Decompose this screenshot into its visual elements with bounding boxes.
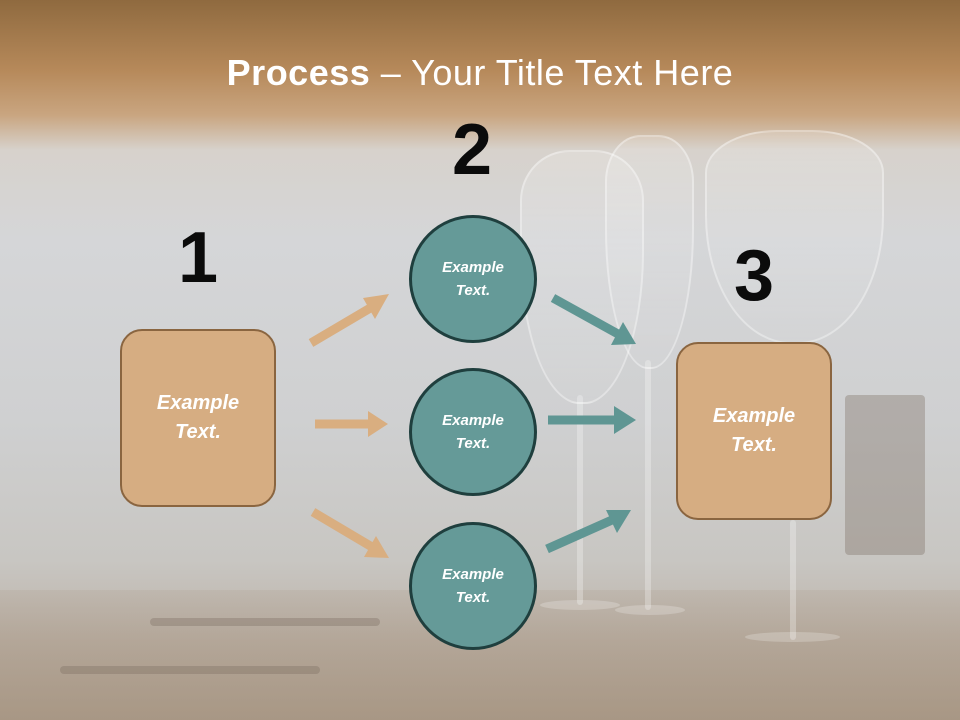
- wine-glass-decoration: [705, 130, 884, 344]
- cutlery-decoration: [60, 666, 320, 674]
- slide-title: Process – Your Title Text Here: [0, 52, 960, 94]
- left-step-text: Example Text.: [156, 392, 240, 443]
- cutlery-decoration: [150, 618, 380, 626]
- title-rest: – Your Title Text Here: [370, 52, 734, 93]
- right-step-box[interactable]: Example Text.: [676, 342, 832, 520]
- glass-stem-decoration: [790, 520, 796, 640]
- circle-bottom-text: Example Text.: [442, 566, 504, 606]
- glass-foot-decoration: [745, 632, 840, 642]
- napkin-decoration: [845, 395, 925, 555]
- arrow-down-right: [310, 508, 389, 558]
- middle-circle-bottom[interactable]: Example Text.: [409, 522, 537, 650]
- glass-foot-decoration: [615, 605, 685, 615]
- step-number-2: 2: [451, 110, 493, 190]
- middle-circle-top[interactable]: Example Text.: [409, 215, 537, 343]
- step-number-1: 1: [177, 218, 219, 298]
- step-number-3: 3: [733, 236, 775, 316]
- arrow-right: [315, 411, 388, 437]
- glass-stem-decoration: [577, 395, 583, 605]
- glass-stem-decoration: [645, 360, 651, 610]
- arrow-up-right: [308, 294, 389, 347]
- arrow-down-right-teal: [550, 294, 636, 345]
- arrow-right-teal: [548, 406, 636, 434]
- circle-top-text: Example Text.: [442, 259, 504, 299]
- left-step-box[interactable]: Example Text.: [120, 329, 276, 507]
- title-bold: Process: [226, 52, 371, 93]
- middle-circle-center[interactable]: Example Text.: [409, 368, 537, 496]
- right-step-text: Example Text.: [712, 405, 796, 456]
- circle-center-text: Example Text.: [442, 412, 504, 452]
- glass-foot-decoration: [540, 600, 620, 610]
- arrow-up-right-teal: [545, 510, 631, 554]
